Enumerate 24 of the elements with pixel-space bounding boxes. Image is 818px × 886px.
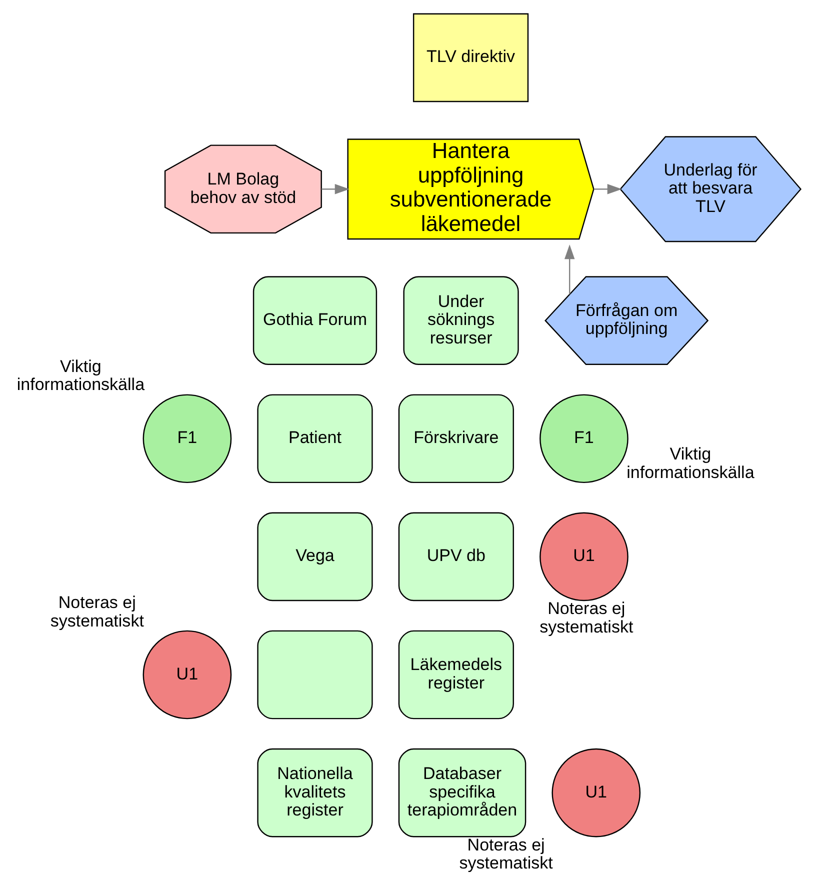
node-circle: U1 — [142, 630, 232, 719]
node-box: Gothia Forum — [252, 276, 377, 364]
node-circle: F1 — [539, 394, 628, 483]
node-label: Noteras ej systematiskt — [458, 834, 552, 872]
node-label: Viktig informationskälla — [626, 444, 754, 482]
arrow — [593, 184, 622, 194]
node-box: Under söknings resurser — [402, 276, 518, 364]
node-circle: U1 — [551, 748, 640, 837]
arrow — [321, 184, 349, 194]
node-circle: F1 — [142, 394, 232, 483]
node-box: Nationella kvalitets register — [256, 748, 372, 837]
node-box: Patient — [256, 394, 372, 483]
node-box: UPV db — [398, 512, 514, 601]
node-box: Läkemedels register — [398, 630, 514, 719]
arrow — [564, 244, 574, 294]
node-box: Förskrivare — [398, 394, 514, 483]
node-circle: U1 — [539, 512, 628, 601]
node-box: TLV direktiv — [412, 12, 528, 102]
node-box — [256, 630, 372, 719]
node-label: Viktig informationskälla — [16, 356, 144, 394]
node-box: Vega — [256, 512, 372, 601]
node-label: Noteras ej systematiskt — [50, 592, 144, 630]
node-label: Noteras ej systematiskt — [539, 598, 633, 636]
node-box: Databaser specifika terapiområden — [398, 748, 526, 837]
